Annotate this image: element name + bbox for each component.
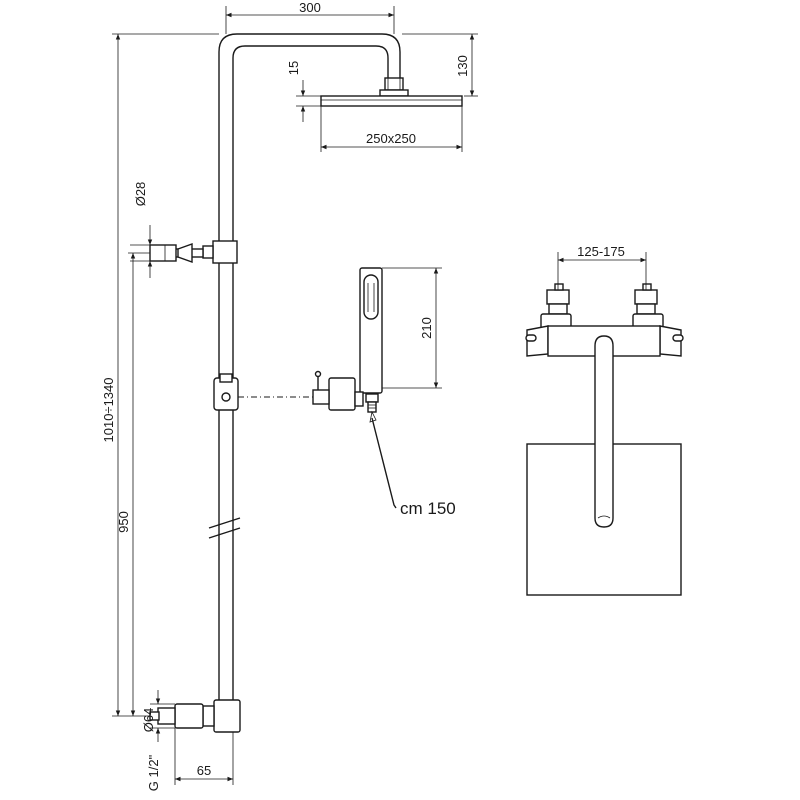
dim-connector-diameter: Ø64 <box>141 708 156 733</box>
bottom-connector <box>149 699 241 733</box>
rain-shower-head <box>320 95 463 107</box>
diverter-side-connector <box>149 243 214 263</box>
shower-column <box>149 33 463 733</box>
dim-total-height: 1010÷1340 <box>101 378 116 443</box>
dim-thread-size: G 1/2" <box>146 754 161 791</box>
hand-shower-assembly <box>312 267 397 509</box>
dim-head-thickness: 15 <box>286 61 301 75</box>
dim-head-size: 250x250 <box>366 131 416 146</box>
dimension-lines <box>112 6 647 785</box>
dim-handshower-length: 210 <box>419 317 434 339</box>
vertical-bar <box>218 262 234 700</box>
dim-head-offset: 130 <box>455 55 470 77</box>
mixer-riser-pipe <box>594 335 614 528</box>
diverter-block <box>212 240 238 264</box>
hose-leader-line <box>371 417 397 509</box>
dim-center-distance: 125-175 <box>577 244 625 259</box>
dim-bracket-height: 950 <box>116 511 131 533</box>
shower-arm <box>218 33 401 242</box>
dim-arm-width: 300 <box>299 0 321 15</box>
slide-bracket[interactable] <box>213 373 239 411</box>
dim-bar-diameter: Ø28 <box>133 182 148 207</box>
dimension-labels: 300 130 15 250x250 Ø28 1010÷1340 950 210… <box>101 0 625 791</box>
dim-hose-length: cm 150 <box>400 499 456 518</box>
dim-connector-depth: 65 <box>197 763 211 778</box>
hand-shower-holder <box>328 377 356 411</box>
bar-break-symbol <box>208 517 241 539</box>
thermostatic-mixer-front-view <box>525 283 684 596</box>
